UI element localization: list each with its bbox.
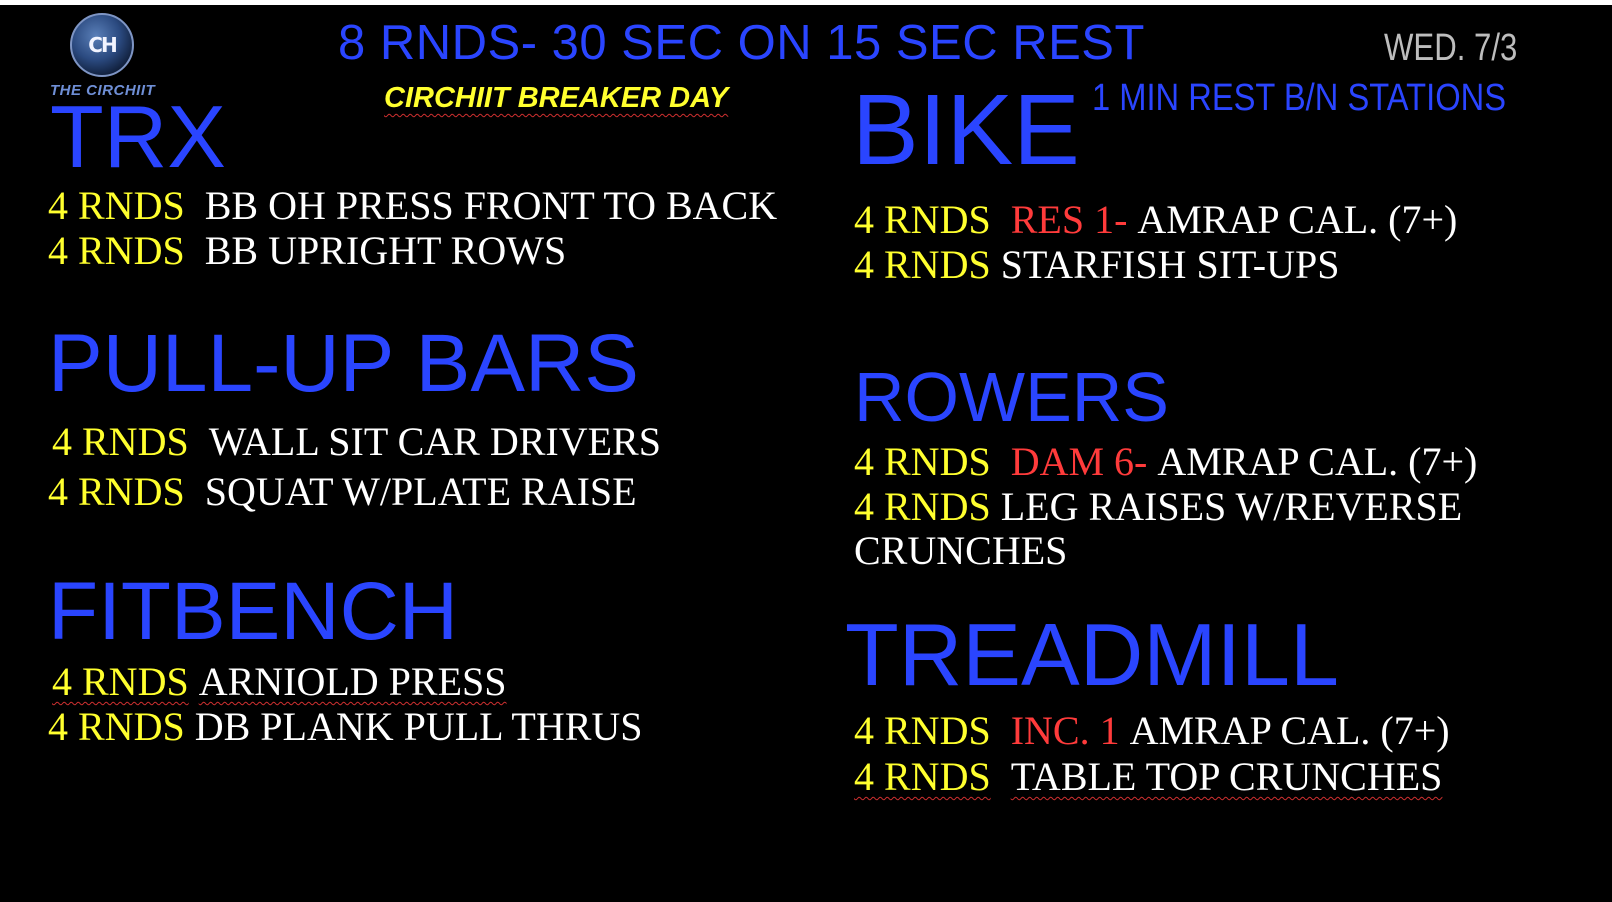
logo-wordmark: THE CIRCHIIT xyxy=(50,82,156,99)
rounds-label: 4 RNDS xyxy=(48,469,185,514)
station-title-trx: TRX xyxy=(50,87,226,186)
rounds-label: 4 RNDS xyxy=(854,439,991,484)
rounds-label: 4 RNDS xyxy=(48,183,185,228)
logo-initials: CH xyxy=(88,33,117,57)
station-title-pullup-bars: PULL-UP BARS xyxy=(48,318,639,409)
exercise-text: BB OH PRESS FRONT TO BACK xyxy=(204,183,778,228)
page-subtitle: CIRCHIIT BREAKER DAY xyxy=(384,82,729,114)
rounds-label: 4 RNDS xyxy=(48,704,185,749)
exercise-text: DB PLANK PULL THRUS xyxy=(194,704,643,749)
exercise-text: TABLE TOP CRUNCHES xyxy=(1010,754,1443,799)
circhiit-logo-icon: CH xyxy=(70,13,134,77)
rounds-label: 4 RNDS xyxy=(854,484,991,529)
station-title-bike: BIKE xyxy=(852,74,1080,186)
exercise-line: 4 RNDS DAM 6- AMRAP CAL. (7+) xyxy=(854,438,1477,485)
exercise-line: 4 RNDS WALL SIT CAR DRIVERS xyxy=(52,418,661,465)
exercise-line: 4 RNDS BB OH PRESS FRONT TO BACK xyxy=(48,182,777,229)
exercise-text: STARFISH SIT-UPS xyxy=(1000,242,1340,287)
station-title-fitbench: FITBENCH xyxy=(48,566,458,657)
rounds-label: 4 RNDS xyxy=(52,659,189,704)
rounds-label: 4 RNDS xyxy=(52,419,189,464)
exercise-line: 4 RNDS INC. 1 AMRAP CAL. (7+) xyxy=(854,707,1450,754)
exercise-line: 4 RNDS TABLE TOP CRUNCHES xyxy=(854,753,1442,800)
exercise-text: AMRAP CAL. (7+) xyxy=(1129,708,1450,753)
exercise-line: 4 RNDS SQUAT W/PLATE RAISE xyxy=(48,468,637,515)
setting-label: INC. 1 xyxy=(1010,708,1120,753)
rounds-label: 4 RNDS xyxy=(48,228,185,273)
exercise-text: ARNIOLD PRESS xyxy=(198,659,507,704)
date-label: WED. 7/3 xyxy=(1384,27,1518,69)
setting-label: RES 1- xyxy=(1010,197,1128,242)
exercise-text: SQUAT W/PLATE RAISE xyxy=(204,469,637,514)
rounds-label: 4 RNDS xyxy=(854,242,991,287)
rounds-label: 4 RNDS xyxy=(854,754,991,799)
station-title-treadmill: TREADMILL xyxy=(845,605,1339,704)
exercise-text: LEG RAISES W/REVERSE xyxy=(1000,484,1463,529)
exercise-line: 4 RNDS DB PLANK PULL THRUS xyxy=(48,703,643,750)
exercise-line: 4 RNDS LEG RAISES W/REVERSE xyxy=(854,483,1462,530)
rest-note: 1 MIN REST B/N STATIONS xyxy=(1092,77,1507,119)
rounds-label: 4 RNDS xyxy=(854,708,991,753)
page-title: 8 RNDS- 30 SEC ON 15 SEC REST xyxy=(338,16,1145,70)
exercise-line: 4 RNDS ARNIOLD PRESS xyxy=(52,658,507,705)
exercise-line-continued: CRUNCHES xyxy=(854,528,1068,573)
exercise-text: AMRAP CAL. (7+) xyxy=(1137,197,1458,242)
rounds-label: 4 RNDS xyxy=(854,197,991,242)
station-title-rowers: ROWERS xyxy=(854,358,1169,436)
exercise-text: AMRAP CAL. (7+) xyxy=(1157,439,1478,484)
exercise-text: WALL SIT CAR DRIVERS xyxy=(208,419,661,464)
setting-label: DAM 6- xyxy=(1010,439,1148,484)
workout-slide: CH THE CIRCHIIT 8 RNDS- 30 SEC ON 15 SEC… xyxy=(0,5,1612,902)
exercise-text: BB UPRIGHT ROWS xyxy=(204,228,567,273)
exercise-line: 4 RNDS BB UPRIGHT ROWS xyxy=(48,227,566,274)
exercise-line: 4 RNDS STARFISH SIT-UPS xyxy=(854,241,1339,288)
exercise-line: 4 RNDS RES 1- AMRAP CAL. (7+) xyxy=(854,196,1457,243)
